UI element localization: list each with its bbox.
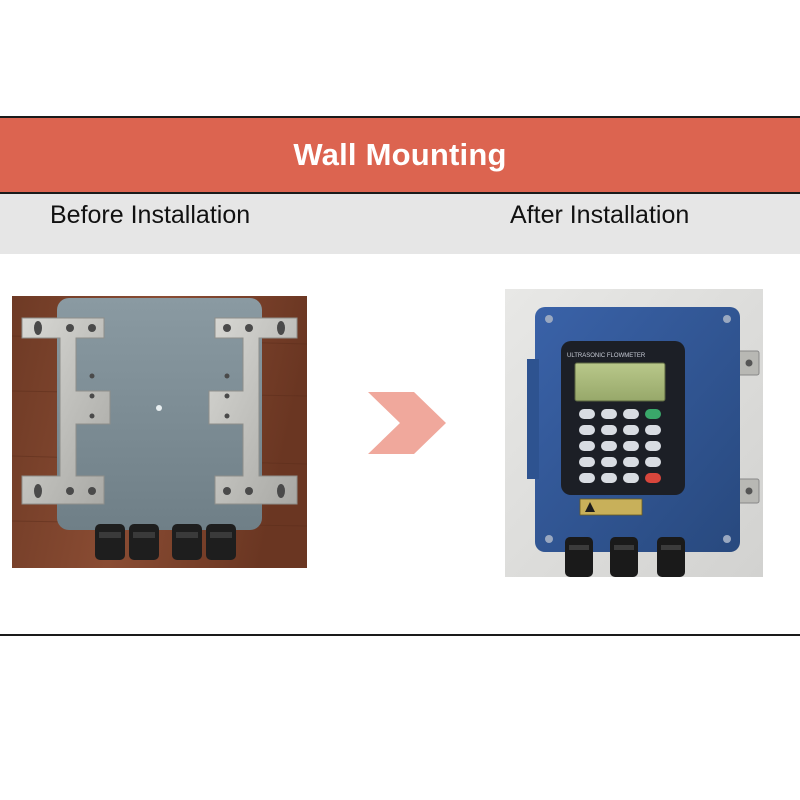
keypad-key [645,441,661,451]
keypad-key [579,441,595,451]
title-banner: Wall Mounting [0,116,800,194]
mounted-flowmeter-image: ULTRASONIC FLOWMETER [505,289,763,577]
keypad-key [645,457,661,467]
enclosure-with-brackets-image [12,296,307,568]
keypad-key [601,473,617,483]
keypad-key [645,409,661,419]
keypad-key [601,441,617,451]
keypad-key [579,473,595,483]
page-title: Wall Mounting [293,137,507,172]
keypad-key [623,473,639,483]
keypad-key [623,409,639,419]
keypad-key [601,457,617,467]
chevron-right-icon [368,392,446,454]
before-installation-label: Before Installation [50,201,251,229]
keypad-key [623,457,639,467]
keypad-key [645,425,661,435]
keypad-key [579,425,595,435]
installation-labels-bar: Before Installation After Installation [0,194,800,254]
keypad-key [601,409,617,419]
keypad-key [579,457,595,467]
keypad-key [579,409,595,419]
keypad-key [623,441,639,451]
keypad-key [645,473,661,483]
before-installation-photo [12,296,307,568]
bottom-divider [0,634,800,636]
after-installation-label: After Installation [510,201,690,229]
after-installation-photo: ULTRASONIC FLOWMETER [505,289,763,577]
flowmeter-panel-label: ULTRASONIC FLOWMETER [567,353,646,359]
keypad-key [623,425,639,435]
keypad-key [601,425,617,435]
